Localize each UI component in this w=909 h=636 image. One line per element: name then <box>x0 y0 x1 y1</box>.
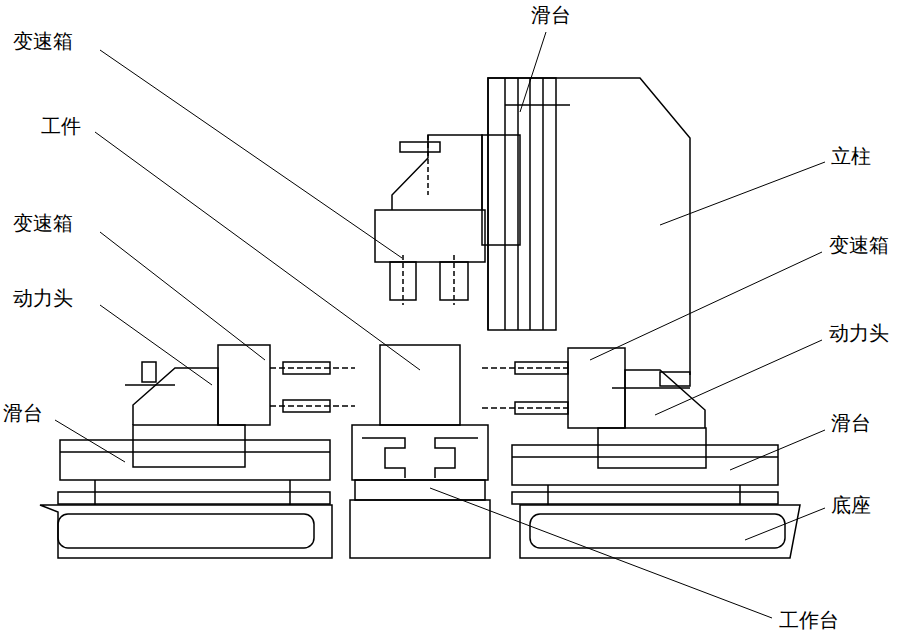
part-label: 滑台 <box>2 400 44 426</box>
part-label: 立柱 <box>830 143 872 169</box>
part-label: 工件 <box>40 113 82 139</box>
part-label: 动力头 <box>12 285 74 311</box>
part-label: 变速箱 <box>12 28 74 54</box>
part-label: 滑台 <box>830 410 872 436</box>
part-label: 工作台 <box>778 607 840 633</box>
part-label: 动力头 <box>828 320 890 346</box>
part-label: 滑台 <box>530 2 572 28</box>
part-label: 底座 <box>830 492 872 518</box>
part-label: 变速箱 <box>12 210 74 236</box>
part-label: 变速箱 <box>828 232 890 258</box>
